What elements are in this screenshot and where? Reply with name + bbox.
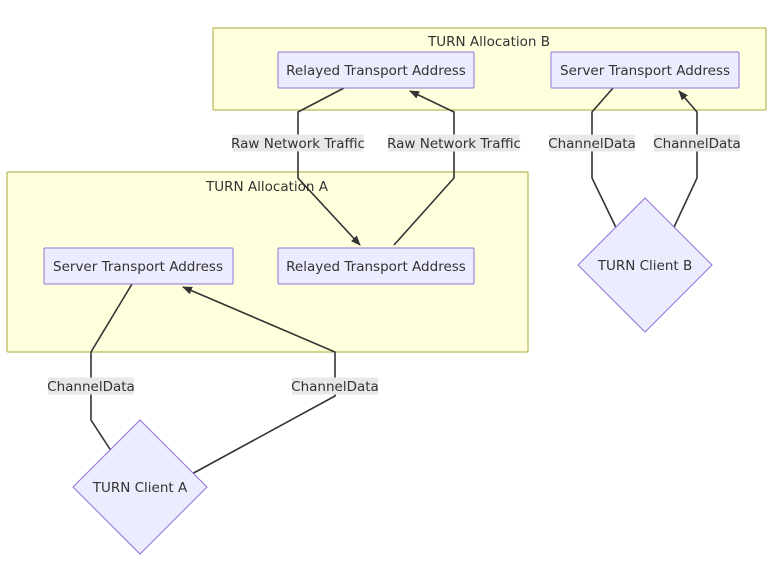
node-relayed_b[interactable]: Relayed Transport Address <box>277 51 475 89</box>
edge-label-background <box>654 134 740 152</box>
edge-label-edge_clientb_to_serverb: ChannelData <box>653 134 741 152</box>
cluster-allocation_b: TURN Allocation B <box>212 27 767 111</box>
edge-label-edge_relayeda_to_relayedb: Raw Network Traffic <box>387 134 521 152</box>
edge-label-text: Raw Network Traffic <box>387 136 521 152</box>
edge-label-background <box>549 134 635 152</box>
node-shape-rect[interactable] <box>277 247 475 285</box>
edge-edge_serverb_to_clientb <box>591 87 623 241</box>
node-label: TURN Client A <box>92 480 188 496</box>
node-label: Relayed Transport Address <box>286 259 466 275</box>
edge-label-edge_clienta_to_servera: ChannelData <box>291 377 379 395</box>
edge-label-edge_relayedb_to_relayeda: Raw Network Traffic <box>231 134 365 152</box>
node-shape-diamond[interactable] <box>577 197 713 333</box>
edge-label-background <box>292 377 378 395</box>
node-label: TURN Client B <box>597 258 693 274</box>
edge-edge_clienta_to_servera <box>182 286 336 476</box>
cluster-rect <box>212 27 767 111</box>
cluster-title: TURN Allocation B <box>427 34 550 50</box>
edge-label-edge_servera_to_clienta: ChannelData <box>47 377 135 395</box>
edge-label-text: ChannelData <box>47 379 135 395</box>
node-server_a[interactable]: Server Transport Address <box>43 247 234 285</box>
edge-label-background <box>388 134 520 152</box>
edge-label-text: ChannelData <box>653 136 741 152</box>
cluster-allocation_a: TURN Allocation A <box>6 171 529 353</box>
edge-label-text: Raw Network Traffic <box>231 136 365 152</box>
edge-label-background <box>48 377 134 395</box>
node-shape-rect[interactable] <box>277 51 475 89</box>
edge-edge_clientb_to_serverb <box>667 90 698 241</box>
edge-label-text: ChannelData <box>548 136 636 152</box>
clusters-layer: TURN Allocation B TURN Allocation A <box>6 27 767 353</box>
node-client_a[interactable]: TURN Client A <box>72 419 208 555</box>
node-label: Relayed Transport Address <box>286 63 466 79</box>
edge-label-background <box>232 134 364 152</box>
edge-label-text: ChannelData <box>291 379 379 395</box>
node-client_b[interactable]: TURN Client B <box>577 197 713 333</box>
node-shape-rect[interactable] <box>43 247 234 285</box>
cluster-rect <box>6 171 529 353</box>
node-shape-diamond[interactable] <box>72 419 208 555</box>
node-label: Server Transport Address <box>560 63 730 79</box>
cluster-title: TURN Allocation A <box>205 179 329 195</box>
edge-label-edge_serverb_to_clientb: ChannelData <box>548 134 636 152</box>
node-server_b[interactable]: Server Transport Address <box>550 51 740 89</box>
node-label: Server Transport Address <box>53 259 223 275</box>
node-relayed_a[interactable]: Relayed Transport Address <box>277 247 475 285</box>
node-shape-rect[interactable] <box>550 51 740 89</box>
